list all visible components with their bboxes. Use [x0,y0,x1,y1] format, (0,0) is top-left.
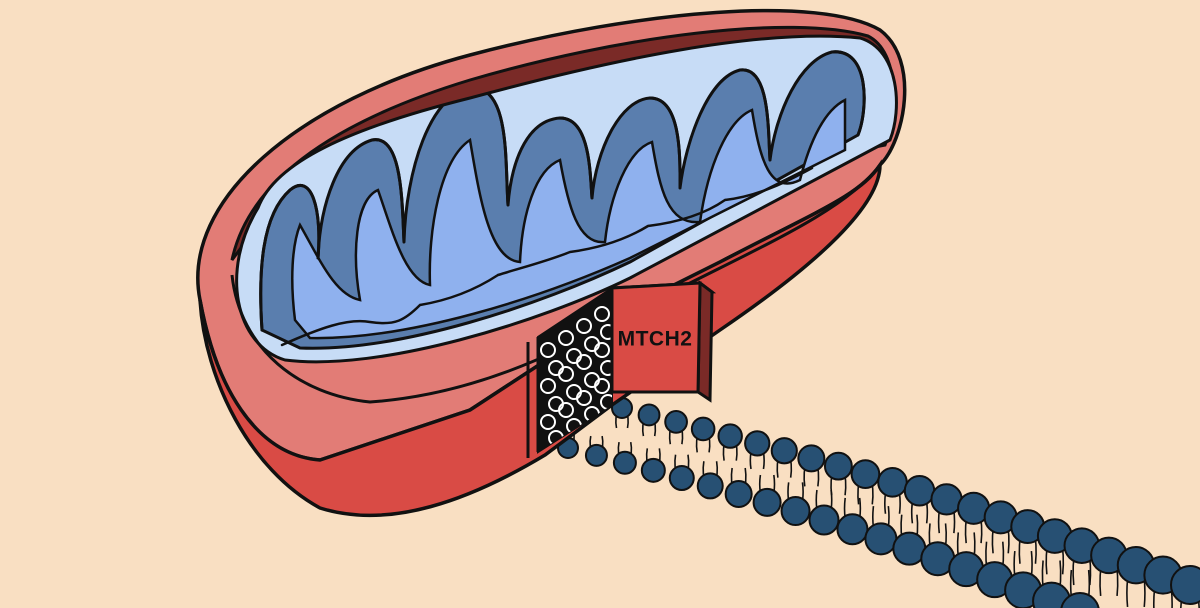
lipid-head [724,480,753,509]
lipid-head [808,504,840,536]
pore-lipid-ring [558,330,574,346]
lipid-head [690,416,716,442]
pore-lipid-ring [558,402,574,418]
lipid-bilayer-icon [557,397,1200,608]
cristae-ridges [280,166,814,347]
pore-lipid-ring [594,378,610,394]
lipid-head [664,410,688,434]
pore-lipid-ring [576,318,592,334]
cristae-folds [259,50,866,332]
pore-lipid-ring [600,360,612,376]
matrix-inner [291,97,847,340]
pore-lipid-ring [540,414,556,430]
pore-lipid-ring [576,354,592,370]
lipid-head [696,472,724,500]
pore-lipid-ring [594,306,610,322]
lipid-head [612,450,637,475]
lipid-head [850,459,881,489]
lipid-head [770,437,798,465]
lipid-head [797,444,826,473]
lipid-head [877,467,908,498]
lipid-head [668,465,695,492]
lipid-head [752,487,782,517]
pore-lipids [540,306,612,446]
lipid-head [823,451,853,481]
lipid-head [717,423,743,449]
insertion-pore [526,286,613,458]
pore-lipid-ring [576,390,592,406]
pore-lipid-ring [594,342,610,358]
inner-membrane-outline [235,34,898,364]
protein-label: MTCH2 [618,328,693,351]
lipid-head [903,475,936,507]
lipid-head [1060,592,1100,608]
lipid-head [836,513,869,546]
cut-edge [230,164,882,404]
lipid-head [744,430,771,457]
lipid-head [1170,565,1200,605]
lipid-tail [1069,569,1091,608]
protein-block-icon: MTCH2 [608,280,717,403]
pore-lipid-ring [600,324,612,340]
pore-lipid-ring [558,366,574,382]
pore-lipid-ring [540,378,556,394]
lipid-head [584,443,608,467]
lipid-head [780,496,811,527]
lipid-head [864,522,898,556]
lipid-head [640,457,666,483]
pore-lipid-ring [540,342,556,358]
lipid-head [637,403,661,427]
